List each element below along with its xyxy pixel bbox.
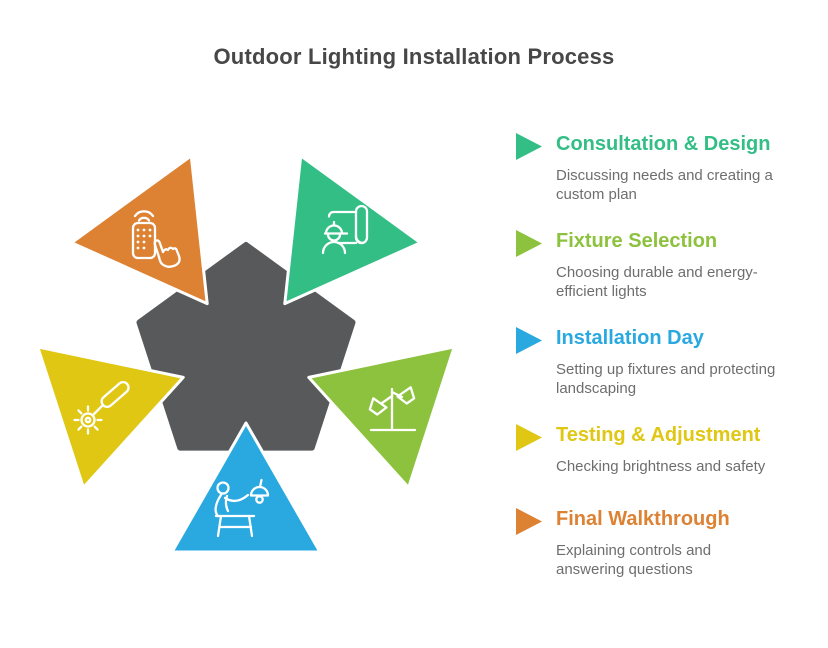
triangle-installation-day	[170, 421, 322, 554]
arrow-right-icon	[516, 508, 542, 535]
screwdriver-gear-icon	[73, 380, 130, 435]
page-title: Outdoor Lighting Installation Process	[213, 44, 615, 69]
triangle-testing-adjustment	[36, 345, 185, 490]
step-description: Choosing durable and energy-efficient li…	[556, 264, 758, 300]
arrow-right-icon	[516, 327, 542, 354]
legend-item-fixture-selection: Fixture Selection Choosing durable and e…	[516, 230, 778, 301]
legend: Consultation & Design Discussing needs a…	[516, 133, 778, 605]
arrow-right-icon	[516, 133, 542, 160]
step-title: Installation Day	[556, 327, 704, 349]
step-title: Fixture Selection	[556, 230, 718, 252]
arrow-right-icon	[516, 230, 542, 257]
legend-item-testing-adjustment: Testing & Adjustment Checking brightness…	[516, 424, 778, 476]
step-description: Explaining controls and answering questi…	[556, 542, 712, 578]
person-installing-light-icon	[214, 478, 270, 538]
arrow-right-icon	[516, 424, 542, 451]
legend-item-consultation-design: Consultation & Design Discussing needs a…	[516, 133, 778, 204]
step-title: Consultation & Design	[556, 133, 771, 155]
process-diagram	[36, 154, 456, 554]
triangle-fixture-selection	[307, 345, 456, 490]
legend-item-final-walkthrough: Final Walkthrough Explaining controls an…	[516, 508, 778, 579]
step-description: Checking brightness and safety	[556, 458, 766, 475]
step-title: Final Walkthrough	[556, 508, 730, 530]
step-description: Discussing needs and creating a custom p…	[556, 167, 773, 203]
worker-blueprint-icon	[321, 204, 369, 255]
step-title: Testing & Adjustment	[556, 424, 761, 446]
remote-control-hand-icon	[131, 210, 181, 268]
step-description: Setting up fixtures and protecting lands…	[556, 361, 776, 397]
triangle-consultation-design	[283, 154, 422, 306]
double-lamp-post-icon	[368, 386, 417, 432]
legend-item-installation-day: Installation Day Setting up fixtures and…	[516, 327, 778, 398]
